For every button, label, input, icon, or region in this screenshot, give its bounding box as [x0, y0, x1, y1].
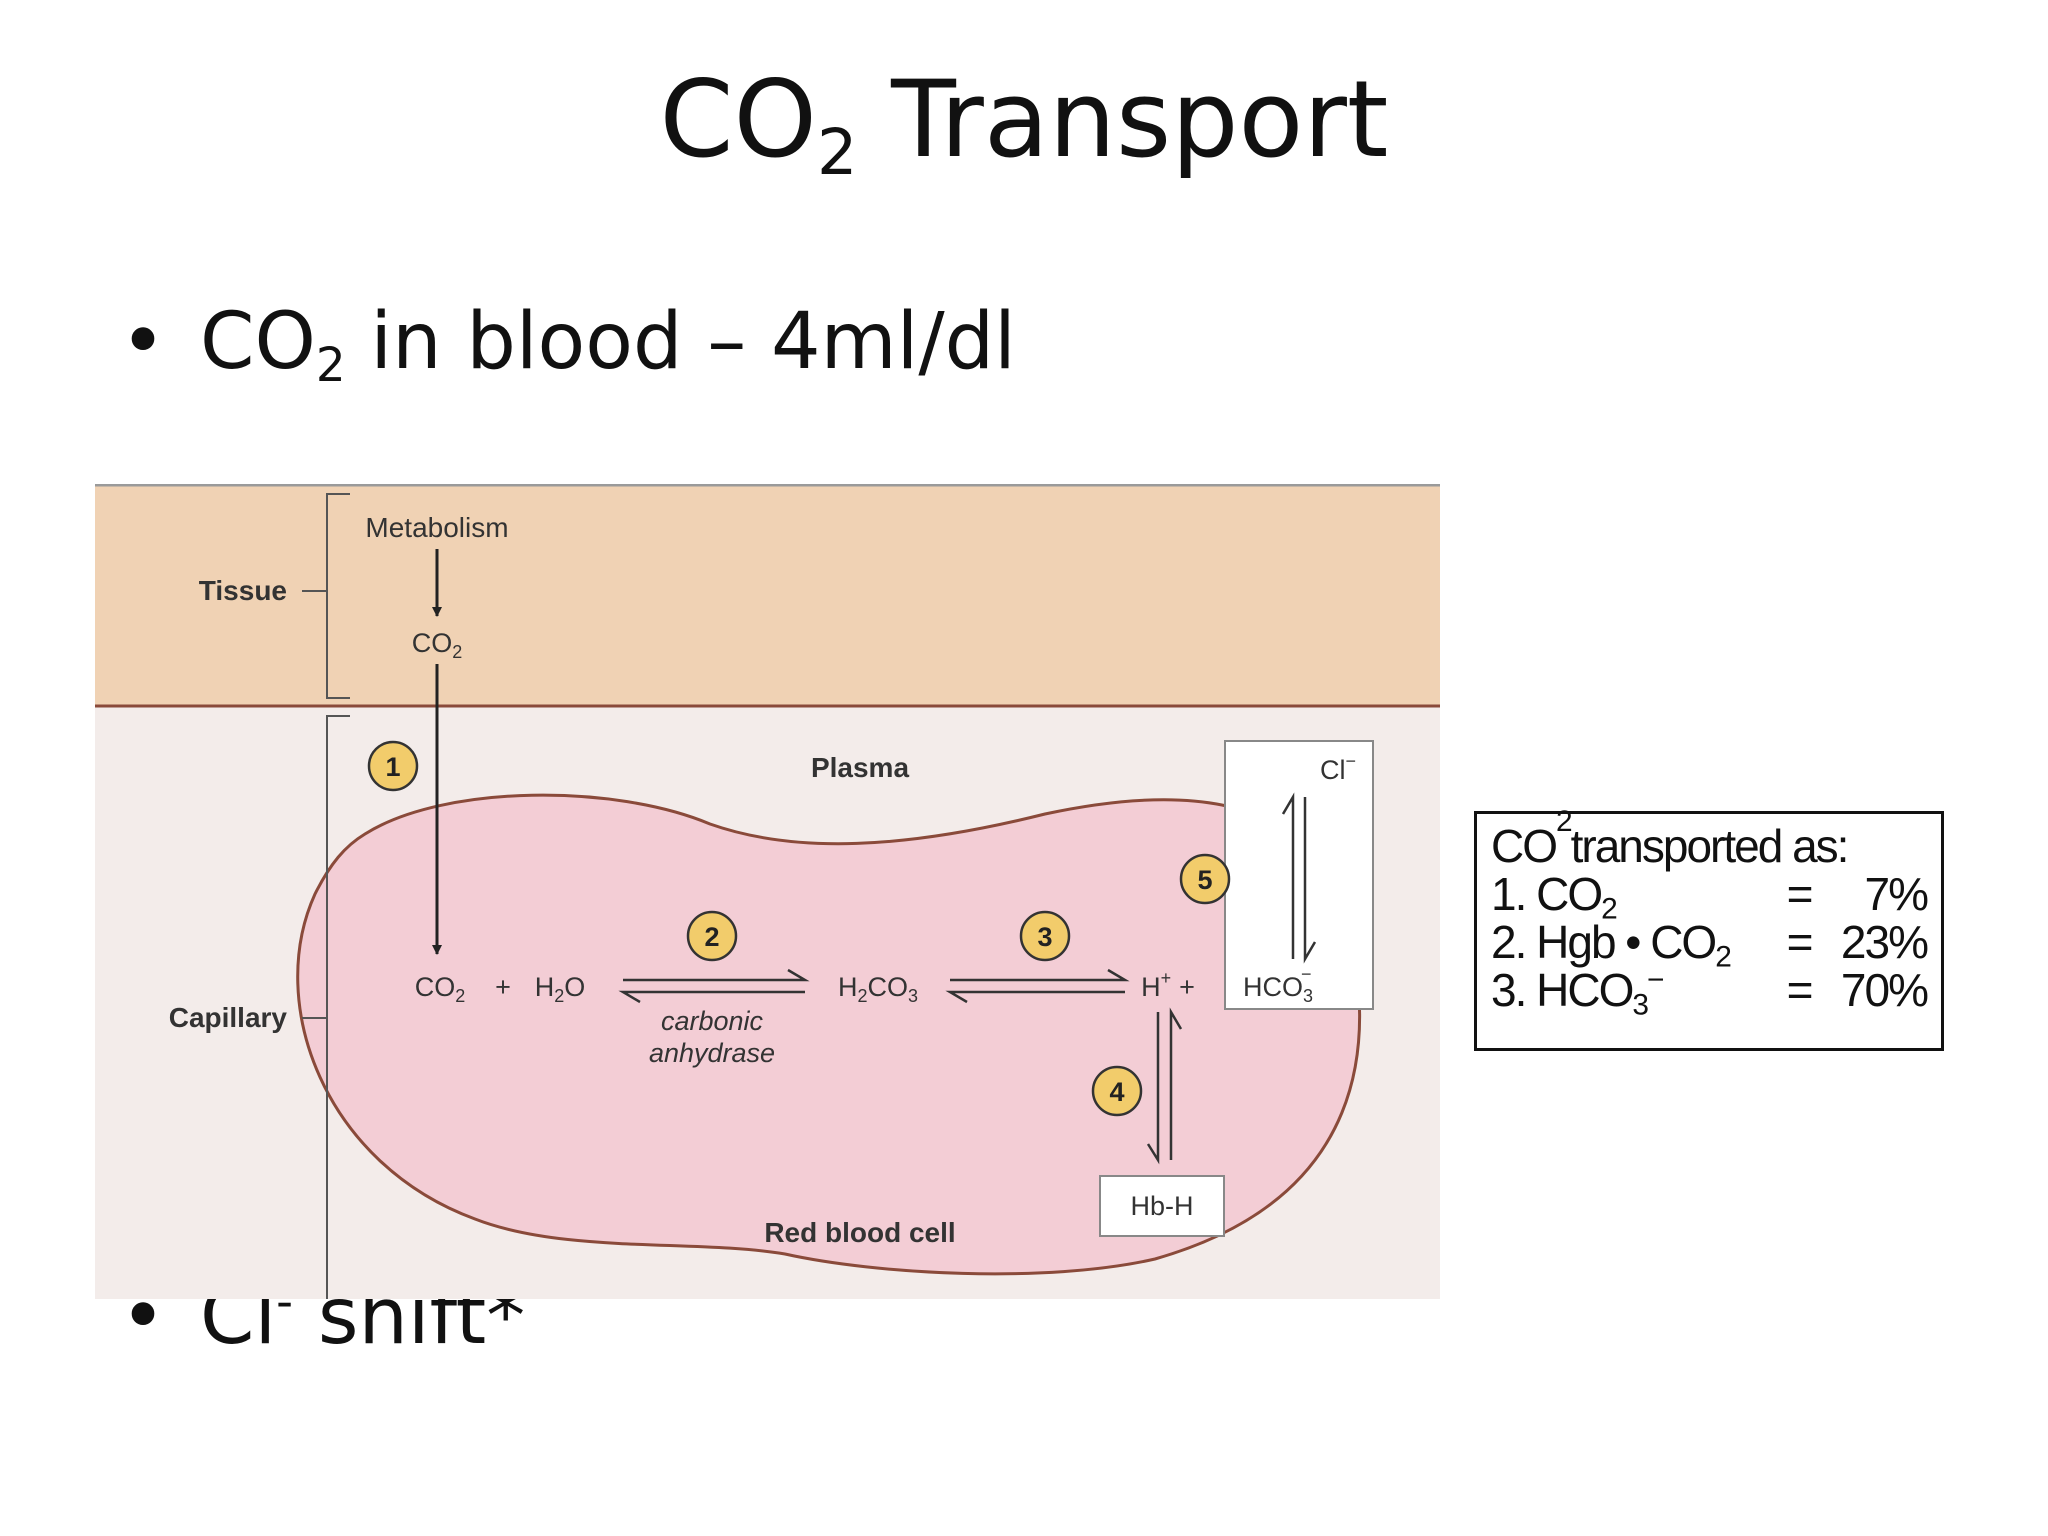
bicarbonate-out-arrow [1303, 797, 1317, 964]
h-plus-label: H++ [1141, 968, 1195, 1002]
capillary-label: Capillary [169, 1002, 288, 1033]
equilibrium-arrow-back-1 [618, 990, 805, 1004]
tissue-co2-label: CO2 [412, 628, 463, 662]
svg-text:4: 4 [1109, 1077, 1124, 1107]
svg-text:5: 5 [1197, 865, 1212, 895]
hb-h-label: Hb-H [1130, 1191, 1193, 1221]
h2co3-label: H2CO3 [838, 972, 918, 1006]
step-badge-2: 2 [686, 910, 738, 962]
step-badge-1: 1 [367, 740, 419, 792]
bicarbonate-label: HCO3− [1243, 964, 1313, 1006]
tissue-bracket [326, 493, 350, 699]
equilibrium-arrow-forward-2 [950, 968, 1130, 982]
tissue-region [95, 484, 1440, 706]
svg-text:2: 2 [704, 922, 719, 952]
capillary-bracket [326, 715, 350, 1299]
chloride-exchange-box [1224, 740, 1374, 1010]
enzyme-label-line1: carbonic [661, 1006, 764, 1036]
plus-sign: + [495, 972, 511, 1002]
step-badge-3: 3 [1019, 910, 1071, 962]
summary-row-carbaminohemoglobin: 2. Hgb • CO2 = 23% [1491, 916, 1929, 974]
hemoglobin-buffer-arrow-up [1169, 1007, 1183, 1160]
h2o-label: H2O [535, 972, 586, 1006]
step-badge-4: 4 [1091, 1065, 1143, 1117]
metabolism-label: Metabolism [365, 512, 508, 543]
equilibrium-arrow-back-2 [945, 990, 1125, 1004]
hb-h-box [1099, 1175, 1225, 1237]
step-badge-5: 5 [1179, 853, 1231, 905]
enzyme-label-line2: anhydrase [649, 1038, 775, 1068]
equilibrium-arrow-forward-1 [623, 968, 810, 982]
bullet-co2-in-blood: •CO2 in blood – 4ml/dl [120, 297, 1016, 394]
summary-row-dissolved-co2: 1. CO2 = 7% [1491, 868, 1929, 926]
slide-title: CO2 Transport [659, 58, 1389, 189]
chloride-in-arrow [1281, 792, 1295, 959]
red-blood-cell-label: Red blood cell [764, 1217, 955, 1248]
chloride-label: Cl− [1320, 751, 1356, 785]
plasma-label: Plasma [811, 752, 909, 783]
co2-transport-diagram: Tissue Capillary Plasma Red blood cell M… [95, 484, 1440, 1299]
red-blood-cell [296, 793, 1362, 1276]
rbc-co2-label: CO2 [415, 972, 466, 1006]
hemoglobin-buffer-arrow-down [1146, 1012, 1160, 1165]
svg-text:1: 1 [385, 752, 400, 782]
summary-row-bicarbonate: 3. HCO3− = 70% [1491, 963, 1929, 1022]
tissue-label: Tissue [199, 575, 287, 606]
svg-text:3: 3 [1037, 922, 1052, 952]
